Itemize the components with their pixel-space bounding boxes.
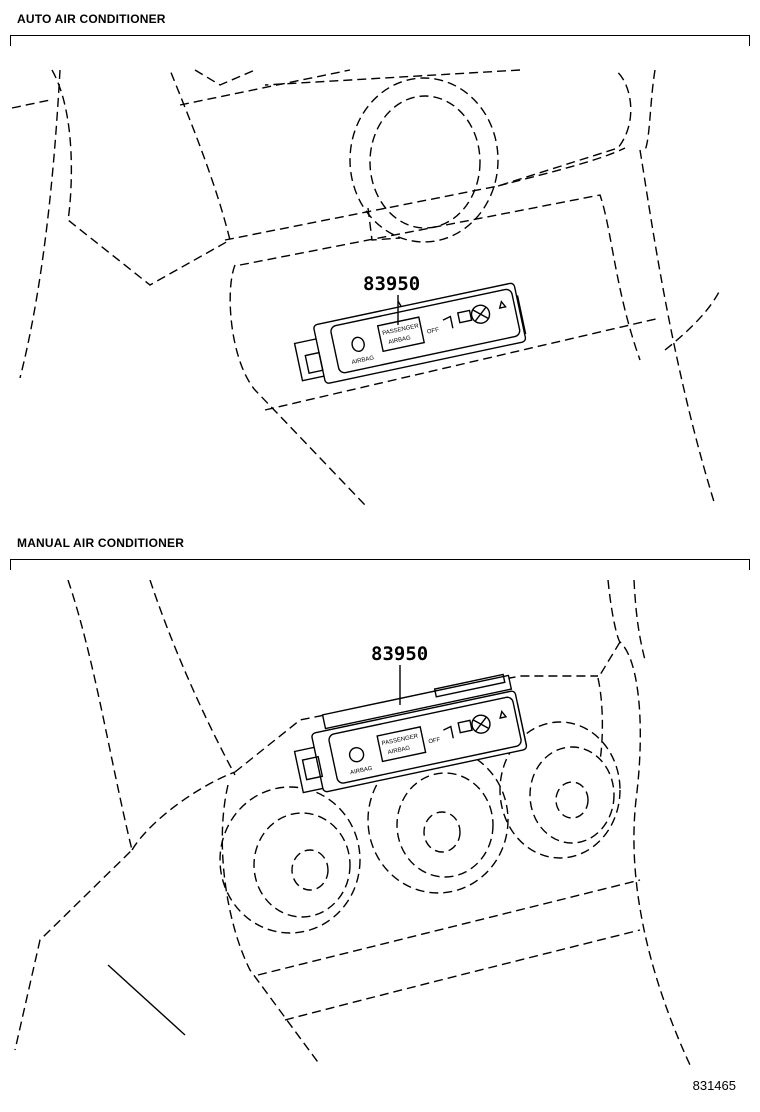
section-title-manual: MANUAL AIR CONDITIONER xyxy=(17,536,185,550)
illustration-manual: AIRBAG PASSENGER AIRBAG OFF xyxy=(0,580,760,1070)
part-number-label-auto: 83950 xyxy=(363,273,421,295)
svg-text:AIRBAG: AIRBAG xyxy=(350,766,374,777)
svg-text:AIRBAG: AIRBAG xyxy=(387,745,411,756)
illustration-auto: AIRBAG PASSENGER AIRBAG OFF xyxy=(0,60,760,510)
svg-text:AIRBAG: AIRBAG xyxy=(388,335,412,346)
section-bracket-auto xyxy=(10,35,750,46)
svg-text:AIRBAG: AIRBAG xyxy=(351,355,375,366)
section-title-auto: AUTO AIR CONDITIONER xyxy=(17,12,166,26)
section-bracket-manual xyxy=(10,559,750,570)
svg-text:OFF: OFF xyxy=(428,737,441,745)
svg-text:OFF: OFF xyxy=(427,327,440,335)
part-number-label-manual: 83950 xyxy=(371,643,429,665)
diagram-id: 831465 xyxy=(692,1078,736,1093)
